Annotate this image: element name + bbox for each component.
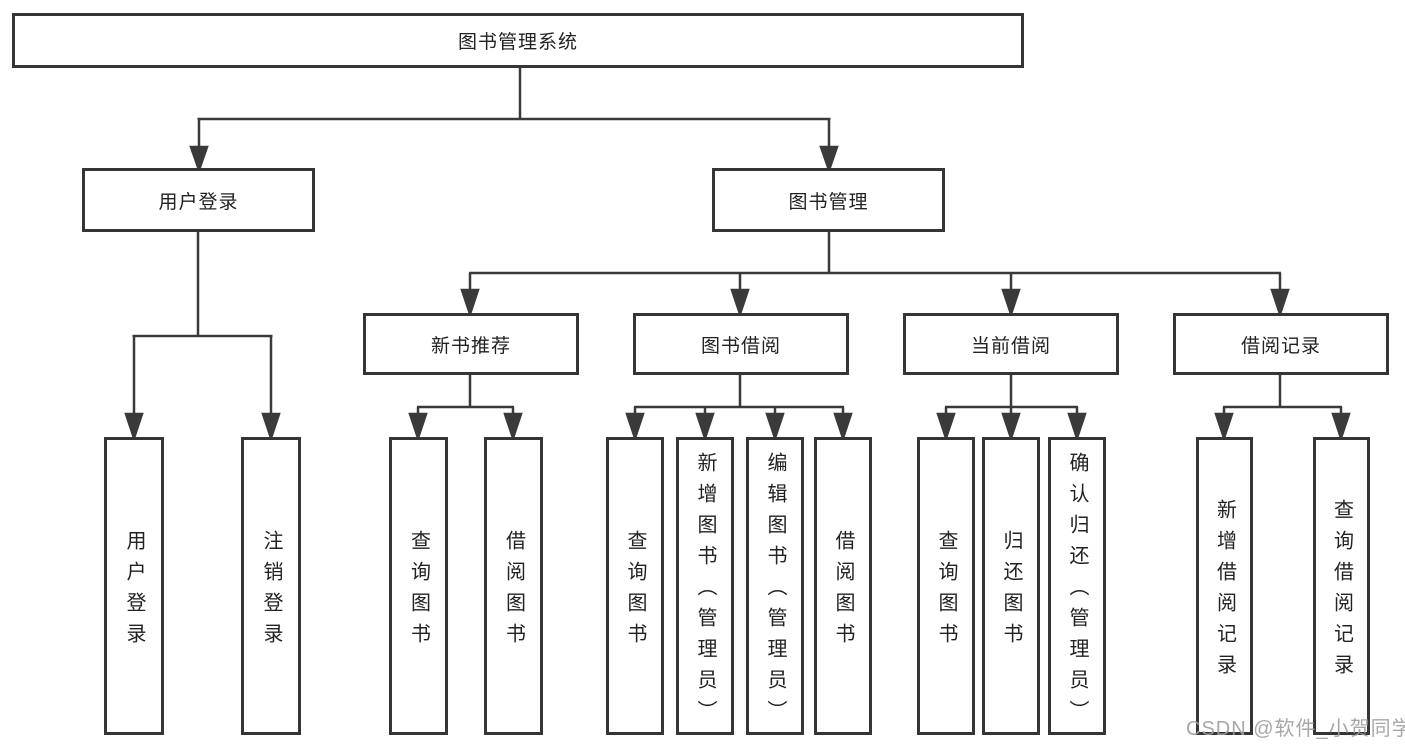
node-current-borrowing: 当前借阅	[903, 313, 1119, 375]
leaf-add-book-admin-label: 新增图书（管理员）	[694, 452, 716, 731]
connector-borrowing-records-to-children	[1214, 374, 1351, 442]
leaf-confirm-return-admin: 确认归还（管理员）	[1048, 437, 1106, 735]
leaf-query-borrow-record: 查询借阅记录	[1313, 437, 1370, 735]
leaf-confirm-return-admin-label: 确认归还（管理员）	[1066, 452, 1088, 731]
leaf-edit-book-admin-label: 编辑图书（管理员）	[764, 452, 786, 731]
node-current-borrowing-label: 当前借阅	[970, 335, 1051, 357]
leaf-query-books-recommend: 查询图书	[389, 437, 448, 735]
node-book-borrowing-label: 图书借阅	[700, 335, 781, 357]
leaf-return-books-label: 归还图书	[1000, 529, 1022, 654]
leaf-add-borrow-record: 新增借阅记录	[1196, 437, 1253, 735]
node-borrowing-records-label: 借阅记录	[1240, 335, 1321, 357]
leaf-borrow-books-recommend: 借阅图书	[484, 437, 543, 735]
leaf-add-borrow-record-label: 新增借阅记录	[1213, 498, 1236, 685]
connector-root-to-level2	[189, 66, 839, 174]
leaf-add-book-admin: 新增图书（管理员）	[676, 437, 734, 735]
leaf-return-books: 归还图书	[982, 437, 1040, 735]
node-book-management: 图书管理	[712, 168, 945, 232]
connector-book-borrowing-to-children	[625, 374, 853, 442]
leaf-borrow-books-borrowing-label: 借阅图书	[832, 529, 854, 654]
leaf-user-login: 用户登录	[104, 437, 164, 735]
node-user-login: 用户登录	[82, 168, 315, 232]
leaf-query-books-recommend-label: 查询图书	[407, 529, 430, 654]
node-new-book-recommend: 新书推荐	[363, 313, 579, 375]
leaf-query-books-current-label: 查询图书	[935, 529, 957, 654]
leaf-query-books-current: 查询图书	[917, 437, 975, 735]
leaf-logout-label: 注销登录	[260, 529, 282, 654]
node-user-login-label: 用户登录	[158, 191, 239, 213]
node-root: 图书管理系统	[12, 13, 1024, 68]
leaf-borrow-books-borrowing: 借阅图书	[814, 437, 872, 735]
leaf-query-books-borrowing: 查询图书	[606, 437, 664, 735]
node-book-management-label: 图书管理	[788, 191, 869, 213]
connector-book-management-to-level3	[460, 231, 1290, 318]
leaf-borrow-books-recommend-label: 借阅图书	[502, 529, 525, 654]
connector-user-login-to-children	[124, 231, 281, 442]
leaf-user-login-label: 用户登录	[123, 529, 145, 654]
node-new-book-recommend-label: 新书推荐	[430, 335, 511, 357]
leaf-edit-book-admin: 编辑图书（管理员）	[746, 437, 804, 735]
leaf-query-books-borrowing-label: 查询图书	[624, 529, 646, 654]
connector-new-book-recommend-to-children	[408, 374, 523, 442]
node-book-borrowing: 图书借阅	[633, 313, 849, 375]
leaf-logout: 注销登录	[241, 437, 301, 735]
connector-current-borrowing-to-children	[936, 374, 1087, 442]
watermark: CSDN @软件_小贺同学	[1186, 718, 1405, 740]
node-root-label: 图书管理系统	[457, 32, 578, 53]
node-borrowing-records: 借阅记录	[1173, 313, 1389, 375]
leaf-query-borrow-record-label: 查询借阅记录	[1330, 498, 1353, 685]
